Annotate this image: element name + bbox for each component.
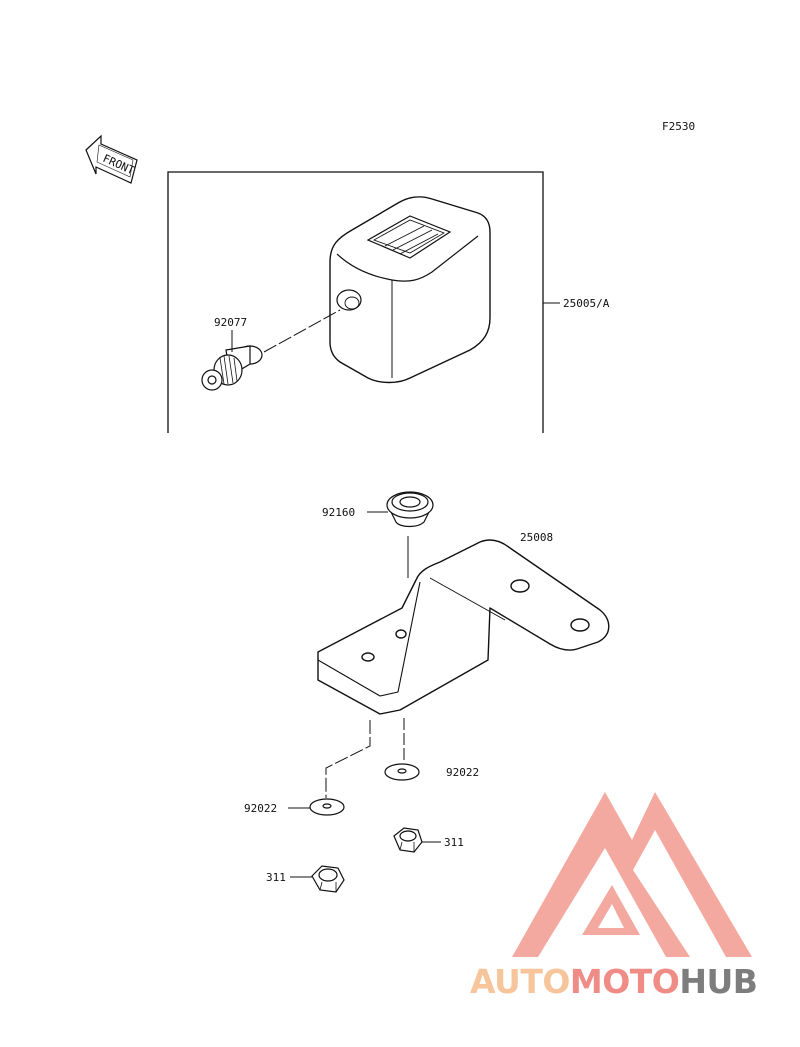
nut-311-left-icon — [311, 865, 345, 893]
leader-92022-left — [288, 720, 371, 809]
washer-92022-left-icon — [309, 798, 345, 816]
leader-92077 — [231, 309, 341, 353]
watermark-logo-icon — [512, 792, 752, 957]
bracket-25008-icon — [317, 539, 610, 715]
part-label-92022-left: 92022 — [244, 802, 277, 815]
meter-housing-icon — [329, 196, 491, 384]
connector-92077-icon — [201, 345, 263, 391]
watermark-brand-auto: AUTO — [470, 962, 570, 1001]
part-label-311-right: 311 — [444, 836, 464, 849]
part-label-25005A: 25005/A — [563, 297, 610, 310]
part-label-25008: 25008 — [520, 531, 553, 544]
part-label-92077: 92077 — [214, 316, 247, 329]
grommet-92160-icon — [386, 491, 434, 528]
watermark-brand: AUTOMOTOHUB — [470, 962, 800, 1002]
watermark-brand-hub: HUB — [679, 962, 758, 1001]
nut-311-right-icon — [393, 827, 423, 853]
part-label-92022-right: 92022 — [446, 766, 479, 779]
washer-92022-right-icon — [384, 763, 420, 781]
leader-92160 — [367, 511, 409, 578]
watermark-brand-moto: MOTO — [569, 962, 680, 1001]
part-label-92160: 92160 — [322, 506, 355, 519]
front-arrow-icon: FRONT — [85, 134, 138, 184]
figure-code: F2530 — [662, 120, 695, 133]
part-label-311-left: 311 — [266, 871, 286, 884]
